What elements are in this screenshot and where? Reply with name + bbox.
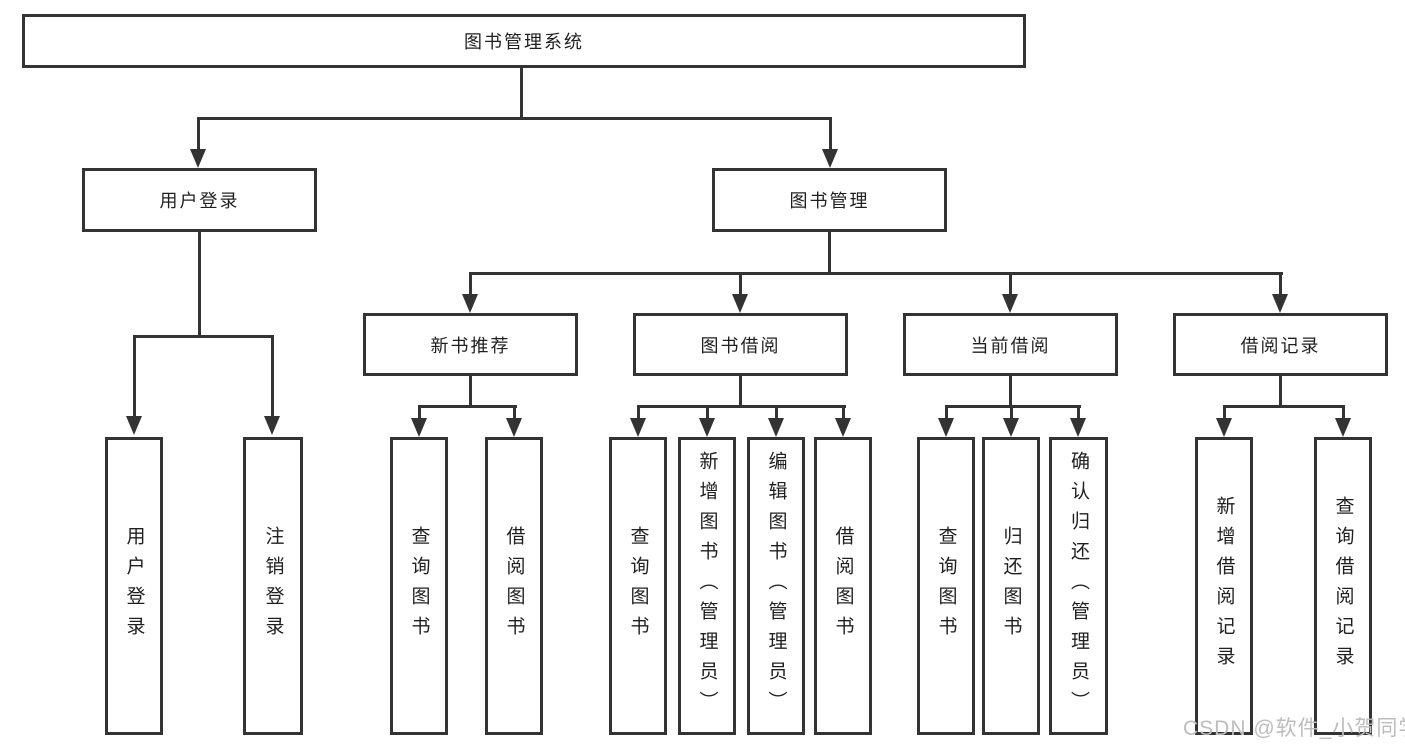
node-bb-borrow-books-label: 借阅图书 [832, 526, 854, 646]
node-borrowing-records-label: 借阅记录 [1240, 335, 1321, 356]
bb-trunk-line [739, 376, 742, 408]
stem-to-new-book-recommendation [469, 272, 472, 295]
node-leaf-user-login: 用户登录 [105, 437, 163, 735]
down-arrowhead-icon [822, 149, 838, 168]
node-book-borrowing-label: 图书借阅 [700, 335, 781, 356]
root-trunk-line [520, 68, 523, 118]
node-bb-edit-books-admin: 编辑图书（管理员） [747, 437, 805, 735]
node-cb-confirm-return-admin-label: 确认归还（管理员） [1068, 451, 1089, 721]
down-arrowhead-icon [506, 418, 522, 437]
down-arrowhead-icon [1002, 294, 1018, 313]
stem-to-cb-query-books [945, 405, 948, 420]
down-arrowhead-icon [1335, 418, 1351, 437]
node-current-borrowing: 当前借阅 [903, 313, 1118, 376]
node-root-label: 图书管理系统 [464, 32, 584, 52]
node-user-login: 用户登录 [82, 168, 317, 232]
node-br-add-record-label: 新增借阅记录 [1213, 496, 1235, 676]
stem-to-cb-confirm-return [1077, 405, 1080, 420]
stem-to-leaf-user-login [133, 335, 136, 417]
node-bb-add-books-admin: 新增图书（管理员） [678, 437, 736, 735]
down-arrowhead-icon [264, 416, 280, 435]
node-bb-query-books: 查询图书 [609, 437, 667, 735]
node-br-add-record: 新增借阅记录 [1195, 437, 1253, 735]
down-arrowhead-icon [462, 294, 478, 313]
down-arrowhead-icon [768, 418, 784, 437]
down-arrowhead-icon [938, 418, 954, 437]
stem-to-nbr-query-books [418, 405, 421, 420]
node-leaf-logout-login: 注销登录 [243, 437, 303, 735]
node-book-management-label: 图书管理 [789, 191, 870, 211]
bb-branch-bar [637, 405, 846, 408]
node-root: 图书管理系统 [22, 14, 1026, 68]
node-nbr-borrow-books: 借阅图书 [485, 437, 543, 735]
user-login-branch-bar [133, 335, 274, 338]
down-arrowhead-icon [1003, 418, 1019, 437]
node-bb-edit-books-admin-label: 编辑图书（管理员） [765, 451, 787, 721]
node-new-book-recommendation: 新书推荐 [363, 313, 578, 376]
user-login-trunk-line [198, 232, 201, 338]
down-arrowhead-icon [1272, 294, 1288, 313]
down-arrowhead-icon [699, 418, 715, 437]
node-br-query-record: 查询借阅记录 [1314, 437, 1372, 735]
stem-to-borrowing-records [1279, 272, 1282, 295]
stem-to-bb-add-books [706, 405, 709, 420]
nbr-branch-bar [418, 405, 517, 408]
node-user-login-label: 用户登录 [159, 191, 240, 211]
down-arrowhead-icon [1070, 418, 1086, 437]
node-bb-query-books-label: 查询图书 [627, 526, 649, 646]
node-br-query-record-label: 查询借阅记录 [1332, 496, 1354, 676]
node-nbr-query-books: 查询图书 [390, 437, 448, 735]
cb-trunk-line [1009, 376, 1012, 408]
node-cb-confirm-return-admin: 确认归还（管理员） [1049, 437, 1108, 735]
node-nbr-borrow-books-label: 借阅图书 [503, 526, 525, 646]
node-cb-query-books: 查询图书 [917, 437, 975, 735]
br-trunk-line [1279, 376, 1282, 408]
down-arrowhead-icon [190, 149, 206, 168]
node-leaf-logout-login-label: 注销登录 [262, 526, 284, 646]
stem-to-br-query-record [1342, 405, 1345, 420]
node-current-borrowing-label: 当前借阅 [970, 335, 1051, 356]
down-arrowhead-icon [835, 418, 851, 437]
stem-to-current-borrowing [1009, 272, 1012, 295]
node-book-borrowing: 图书借阅 [633, 313, 848, 376]
down-arrowhead-icon [732, 294, 748, 313]
root-branch-bar [197, 117, 832, 120]
node-new-book-recommendation-label: 新书推荐 [430, 335, 511, 356]
book-management-trunk-line [828, 232, 831, 275]
node-bb-borrow-books: 借阅图书 [814, 437, 872, 735]
stem-to-br-add-record [1223, 405, 1226, 420]
node-nbr-query-books-label: 查询图书 [408, 526, 430, 646]
node-cb-return-books-label: 归还图书 [1000, 526, 1022, 646]
nbr-trunk-line [469, 376, 472, 408]
down-arrowhead-icon [411, 418, 427, 437]
stem-to-bb-borrow-books [842, 405, 845, 420]
down-arrowhead-icon [630, 418, 646, 437]
node-book-management: 图书管理 [712, 168, 947, 232]
node-bb-add-books-admin-label: 新增图书（管理员） [696, 451, 718, 721]
node-borrowing-records: 借阅记录 [1173, 313, 1388, 376]
stem-to-nbr-borrow-books [513, 405, 516, 420]
down-arrowhead-icon [126, 416, 142, 435]
down-arrowhead-icon [1216, 418, 1232, 437]
stem-to-user-login [197, 117, 200, 150]
stem-to-book-borrowing [739, 272, 742, 295]
cb-branch-bar [945, 405, 1081, 408]
br-branch-bar [1223, 405, 1345, 408]
stem-to-bb-query-books [637, 405, 640, 420]
book-management-branch-bar [469, 272, 1283, 275]
stem-to-cb-return-books [1010, 405, 1013, 420]
stem-to-leaf-logout [271, 335, 274, 417]
stem-to-bb-edit-books [775, 405, 778, 420]
csdn-watermark: CSDN @软件_小贺同学 [1183, 717, 1405, 740]
node-cb-return-books: 归还图书 [982, 437, 1040, 735]
node-leaf-user-login-label: 用户登录 [123, 526, 145, 646]
node-cb-query-books-label: 查询图书 [935, 526, 957, 646]
stem-to-book-management [829, 117, 832, 150]
